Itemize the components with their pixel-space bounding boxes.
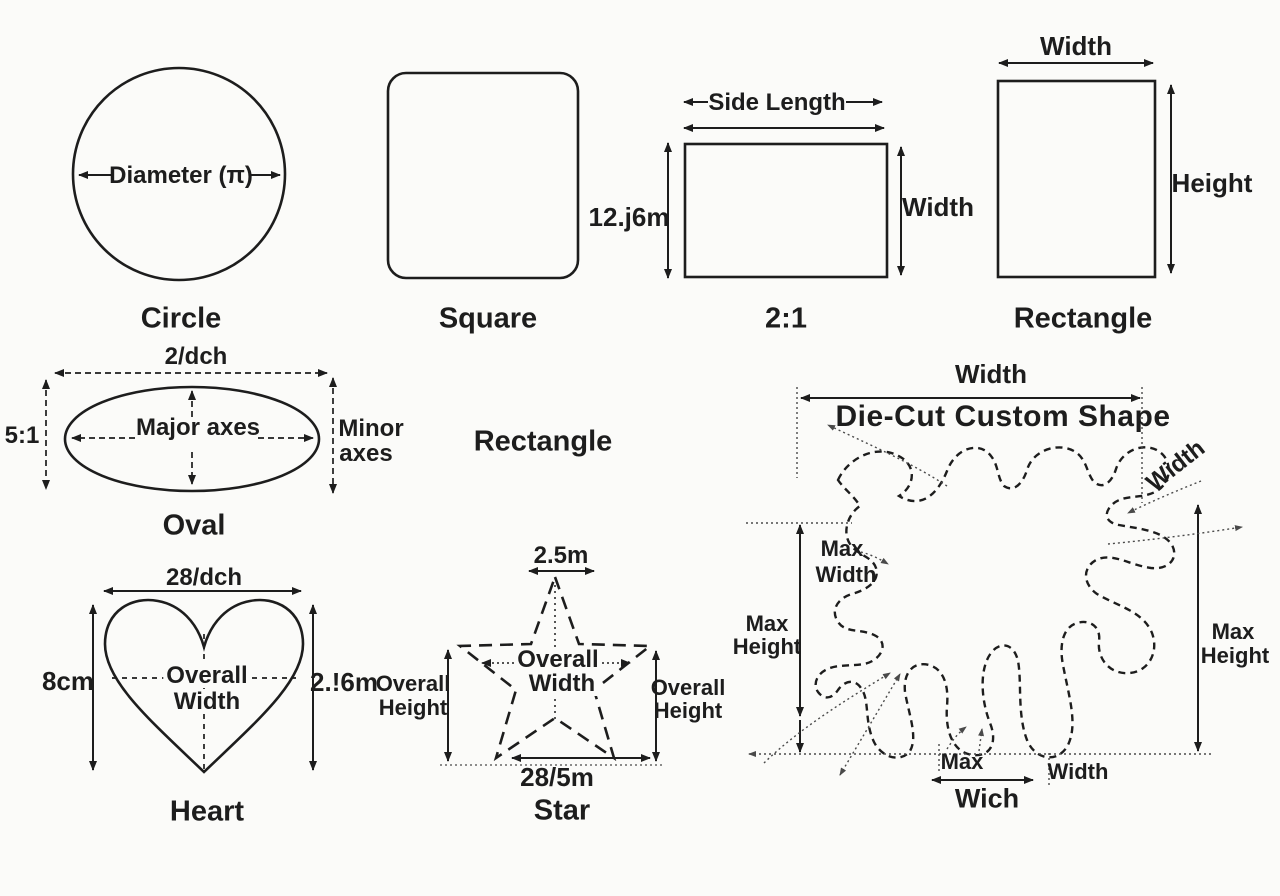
diecut-wich-label: Wich (954, 783, 1020, 814)
rectangle-figure (996, 59, 1175, 279)
square-side-value: 12.j6m (588, 202, 670, 232)
heart-top-value: 28/dch (165, 564, 243, 591)
diecut-right-max-height-label-2: Height (1200, 643, 1270, 668)
heart-figure (89, 587, 317, 774)
diecut-max-width-label-1: Max (820, 536, 864, 561)
ratio-name: 2:1 (765, 302, 807, 335)
diecut-left-max-height-label-1: Max (745, 611, 789, 636)
oval-top-value: 2/dch (164, 343, 228, 370)
star-inner-label-2: Width (525, 672, 599, 696)
diecut-title: Die-Cut Custom Shape (835, 400, 1171, 433)
star-bottom-value: 28/5m (520, 762, 594, 792)
oval-minor-axes-label-1: Minor (338, 415, 404, 442)
star-left-height-label-1: Overall (375, 671, 451, 696)
star-top-value: 2.5m (533, 542, 589, 569)
star-inner-label-1: Overall (514, 648, 602, 672)
oval-name: Oval (162, 509, 226, 542)
rectangle-width-label: Width (1040, 31, 1112, 61)
oval-major-axes-label: Major axes (135, 414, 261, 441)
ratio-width-label: Width (902, 192, 974, 222)
diecut-max-width-label-2: Width (815, 562, 877, 587)
star-figure (440, 567, 664, 766)
star-left-height-label-2: Height (378, 695, 448, 720)
rectangle-height-label: Height (1171, 168, 1253, 198)
star-name: Star (533, 794, 591, 827)
heart-left-value: 8cm (41, 666, 95, 696)
ratio-side-length-label: Side Length (708, 89, 846, 116)
square-name: Square (438, 302, 538, 335)
oval-ratio-label: 5:1 (4, 422, 40, 449)
heart-name: Heart (169, 795, 245, 828)
oval-minor-axes-label-2: axes (339, 440, 393, 467)
heart-right-value: 2.!6m (310, 667, 378, 697)
diecut-bottom-max-label: Max (940, 749, 984, 774)
circle-figure (71, 66, 287, 282)
star-right-height-label-1: Overall (650, 675, 726, 700)
diecut-left-max-height-label-2: Height (732, 634, 802, 659)
oval-figure (42, 369, 337, 494)
star-right-height-label-2: Height (653, 698, 723, 723)
diecut-bottom-width-label: Width (1047, 759, 1109, 784)
rectangle-name: Rectangle (1013, 302, 1153, 335)
mid-rectangle-name: Rectangle (473, 425, 613, 458)
ratio-2-1-figure (683, 98, 905, 279)
diecut-right-max-height-label-1: Max (1211, 619, 1255, 644)
square-figure (386, 71, 672, 280)
die-cut-figure (746, 387, 1243, 785)
circle-diameter-label: Diameter (π) (109, 162, 253, 189)
circle-name: Circle (140, 302, 222, 335)
heart-inner-label-1: Overall (163, 664, 251, 688)
diecut-top-width-label: Width (955, 359, 1027, 389)
heart-inner-label-2: Width (170, 690, 244, 714)
